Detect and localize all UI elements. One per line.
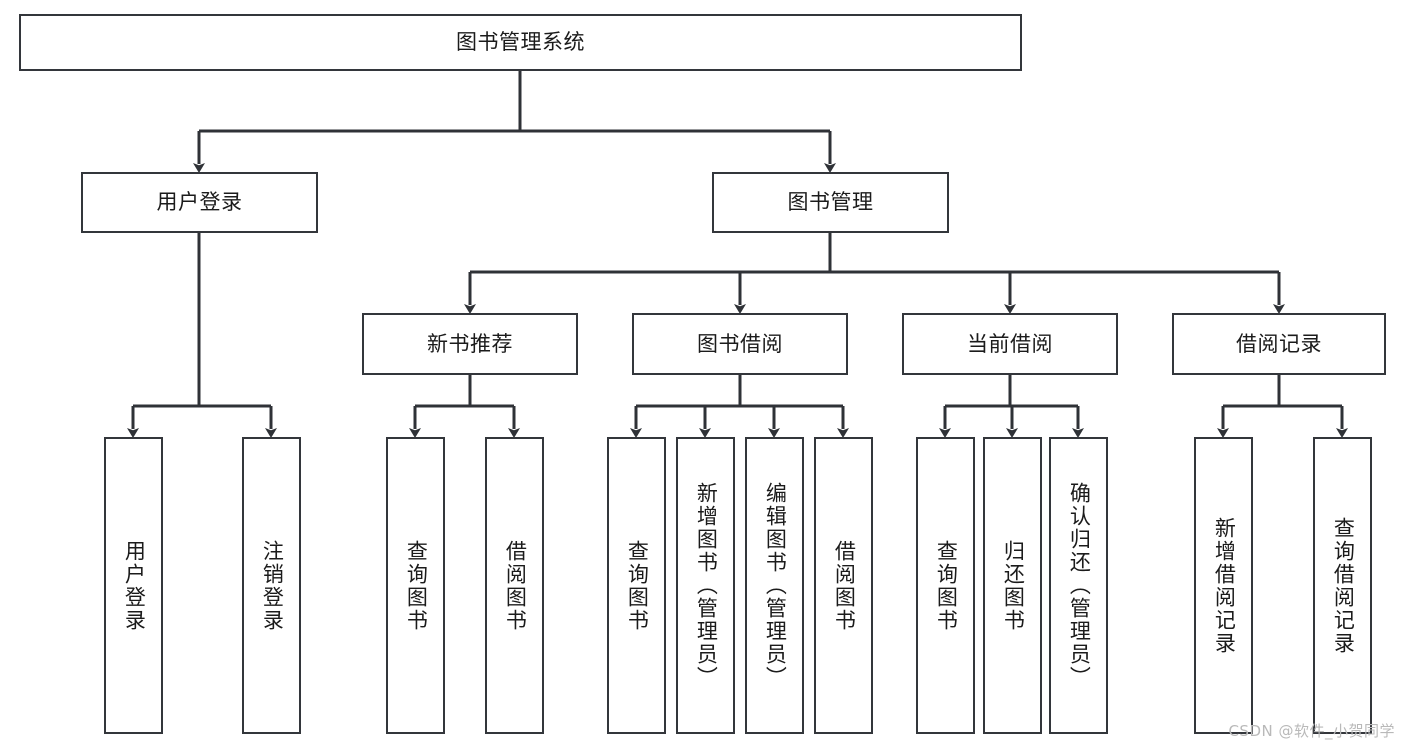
leaf-logout[interactable]: 注销登录	[242, 437, 301, 734]
leaf-user-login[interactable]: 用户登录	[104, 437, 163, 734]
leaf-nb-borrow-book-label: 借阅图书	[503, 539, 528, 632]
node-borrow-record[interactable]: 借阅记录	[1172, 313, 1386, 375]
leaf-nb-borrow-book[interactable]: 借阅图书	[485, 437, 544, 734]
leaf-logout-label: 注销登录	[260, 539, 285, 632]
node-root-label: 图书管理系统	[456, 30, 585, 55]
node-current-borrow[interactable]: 当前借阅	[902, 313, 1118, 375]
leaf-user-login-label: 用户登录	[122, 539, 147, 632]
leaf-bb-query-book[interactable]: 查询图书	[607, 437, 666, 734]
leaf-bb-borrow-book-label: 借阅图书	[832, 539, 857, 632]
node-new-book-recommend[interactable]: 新书推荐	[362, 313, 578, 375]
leaf-nb-query-book[interactable]: 查询图书	[386, 437, 445, 734]
node-book-borrow[interactable]: 图书借阅	[632, 313, 848, 375]
leaf-br-add-record-label: 新增借阅记录	[1212, 516, 1237, 655]
leaf-bb-add-book[interactable]: 新增图书（管理员）	[676, 437, 735, 734]
leaf-bb-borrow-book[interactable]: 借阅图书	[814, 437, 873, 734]
leaf-bb-query-book-label: 查询图书	[625, 539, 650, 632]
watermark: CSDN @软件_小贺同学	[1228, 722, 1395, 740]
node-book-borrow-label: 图书借阅	[697, 331, 783, 356]
node-user-login[interactable]: 用户登录	[81, 172, 318, 233]
node-current-borrow-label: 当前借阅	[967, 331, 1053, 356]
node-root[interactable]: 图书管理系统	[19, 14, 1022, 71]
node-book-manage-label: 图书管理	[787, 190, 874, 215]
node-user-login-label: 用户登录	[156, 190, 243, 215]
node-new-book-recommend-label: 新书推荐	[427, 331, 513, 356]
leaf-br-add-record[interactable]: 新增借阅记录	[1194, 437, 1253, 734]
leaf-bb-add-book-label: 新增图书（管理员）	[694, 482, 719, 689]
leaf-cb-confirm-return-label: 确认归还（管理员）	[1067, 482, 1092, 689]
leaf-bb-edit-book-label: 编辑图书（管理员）	[763, 482, 788, 689]
leaf-cb-return-book[interactable]: 归还图书	[983, 437, 1042, 734]
node-borrow-record-label: 借阅记录	[1236, 331, 1322, 356]
leaf-bb-edit-book[interactable]: 编辑图书（管理员）	[745, 437, 804, 734]
leaf-br-query-record[interactable]: 查询借阅记录	[1313, 437, 1372, 734]
leaf-nb-query-book-label: 查询图书	[404, 539, 429, 632]
leaf-cb-confirm-return[interactable]: 确认归还（管理员）	[1049, 437, 1108, 734]
node-book-manage[interactable]: 图书管理	[712, 172, 949, 233]
leaf-cb-return-book-label: 归还图书	[1001, 539, 1026, 632]
leaf-cb-query-book[interactable]: 查询图书	[916, 437, 975, 734]
leaf-br-query-record-label: 查询借阅记录	[1331, 516, 1356, 655]
leaf-cb-query-book-label: 查询图书	[934, 539, 959, 632]
